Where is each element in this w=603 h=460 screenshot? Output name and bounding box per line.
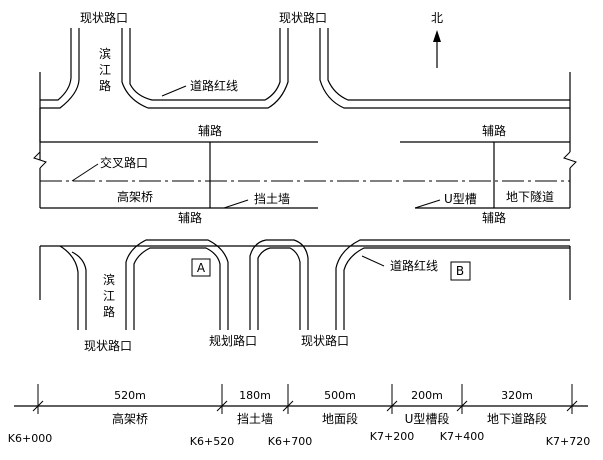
label-binjiang-road-top: 滨 江 路 bbox=[99, 46, 111, 93]
label-u-trough: U型槽 bbox=[444, 192, 477, 206]
retaining-wall-leader bbox=[223, 199, 249, 209]
station-label: K6+520 bbox=[190, 435, 234, 448]
station-ticks bbox=[32, 384, 578, 414]
red-line-leader-top bbox=[161, 85, 187, 97]
segment-name: U型槽段 bbox=[405, 411, 450, 426]
label-underground-tunnel: 地下隧道 bbox=[506, 189, 554, 204]
label-planned-intersection: 规划路口 bbox=[209, 333, 257, 348]
box-a-label: A bbox=[197, 261, 206, 275]
label-existing-intersection-bl: 现状路口 bbox=[84, 338, 132, 353]
label-intersection: 交叉路口 bbox=[100, 155, 148, 170]
segment-name: 地下道路段 bbox=[487, 411, 547, 426]
segment-name: 地面段 bbox=[322, 411, 358, 426]
red-line-leader-bottom bbox=[361, 255, 385, 267]
station-label: K6+700 bbox=[268, 435, 312, 448]
right-break-mark bbox=[563, 151, 577, 169]
segment-length: 500m bbox=[324, 389, 356, 402]
segment-length: 320m bbox=[501, 389, 533, 402]
station-slash bbox=[456, 400, 468, 412]
label-retaining-wall: 挡土墙 bbox=[254, 192, 290, 206]
north-arrow bbox=[433, 30, 441, 68]
upper-auxiliary-road bbox=[39, 108, 570, 143]
label-existing-intersection-tl: 现状路口 bbox=[80, 10, 128, 25]
u-trough-leader bbox=[414, 199, 441, 209]
label-auxiliary-road-bottom-right: 辅路 bbox=[482, 210, 506, 225]
svg-text:路: 路 bbox=[103, 304, 115, 319]
svg-text:江: 江 bbox=[103, 289, 115, 303]
bottom-road-edges bbox=[39, 239, 571, 330]
svg-text:路: 路 bbox=[99, 78, 111, 93]
svg-text:滨: 滨 bbox=[99, 46, 111, 61]
intersection-leader bbox=[71, 163, 99, 182]
station-slash bbox=[282, 400, 294, 412]
label-viaduct: 高架桥 bbox=[117, 189, 153, 204]
label-binjiang-road-bottom: 滨 江 路 bbox=[103, 272, 115, 319]
segment-length: 180m bbox=[239, 389, 271, 402]
station-label: K7+720 bbox=[546, 435, 590, 448]
top-road-edges bbox=[39, 28, 571, 160]
left-break-mark bbox=[33, 151, 47, 169]
label-existing-intersection-br: 现状路口 bbox=[301, 333, 349, 348]
segment-name: 挡土墙 bbox=[237, 412, 273, 426]
label-auxiliary-road-top-left: 辅路 bbox=[198, 123, 222, 138]
lower-auxiliary-road bbox=[39, 108, 571, 209]
label-road-red-line-top: 道路红线 bbox=[190, 78, 238, 93]
segment-length: 200m bbox=[411, 389, 443, 402]
label-auxiliary-road-top-right: 辅路 bbox=[482, 123, 506, 138]
box-a bbox=[191, 258, 211, 277]
station-slash bbox=[566, 400, 578, 412]
svg-text:江: 江 bbox=[99, 63, 111, 77]
station-slash bbox=[216, 400, 228, 412]
north-label: 北 bbox=[431, 11, 443, 25]
station-labels: K6+000 K6+520 K6+700 K7+200 K7+400 K7+720 bbox=[8, 430, 590, 448]
segment-name: 高架桥 bbox=[112, 411, 148, 426]
label-existing-intersection-tr: 现状路口 bbox=[279, 10, 327, 25]
label-road-red-line-bottom: 道路红线 bbox=[390, 258, 438, 273]
station-slash bbox=[32, 400, 44, 412]
label-auxiliary-road-bottom-left: 辅路 bbox=[178, 210, 202, 225]
station-label: K7+200 bbox=[370, 430, 414, 443]
station-slash bbox=[386, 400, 398, 412]
station-label: K6+000 bbox=[8, 432, 52, 445]
station-label: K7+400 bbox=[440, 430, 484, 443]
segment-length: 520m bbox=[114, 389, 146, 402]
box-b bbox=[450, 261, 471, 281]
box-b-label: B bbox=[456, 264, 464, 278]
svg-text:滨: 滨 bbox=[103, 272, 115, 287]
